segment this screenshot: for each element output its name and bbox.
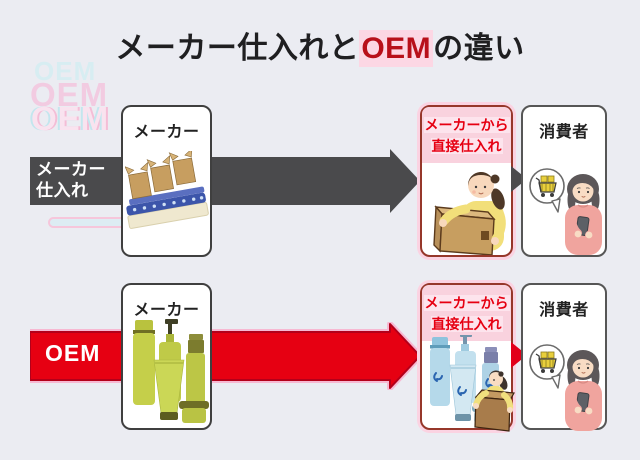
direct-supply-text-line1: メーカーから	[423, 117, 510, 133]
card-maker-bottom: メーカー	[121, 283, 212, 430]
card-consumer-top: 消費者	[521, 105, 607, 257]
direct-supply-text-line2: 直接仕入れ	[430, 316, 503, 332]
title-prefix: メーカー仕入れと	[115, 32, 360, 65]
consumer-woman	[565, 350, 602, 431]
maker-flow-label-line1: メーカー	[36, 160, 106, 179]
cosmetic-bottles-illustration	[133, 319, 209, 423]
boxes-on-conveyor-illustration	[125, 151, 209, 229]
cosmetic-bottles-and-woman-illustration	[430, 335, 515, 432]
direct-supply-text-line1: メーカーから	[423, 295, 510, 311]
page-title: メーカー仕入れとOEMの違い	[0, 28, 640, 70]
woman-with-smartphone-illustration	[529, 168, 602, 255]
ghost-oem-artifact: OEM	[30, 76, 109, 113]
mini-woman-with-box	[473, 370, 515, 432]
card-maker-bottom-title: メーカー	[133, 302, 200, 319]
consumer-woman	[565, 174, 602, 255]
cardboard-box-icon	[125, 151, 197, 200]
ghost-oem-artifact: OEM	[31, 100, 110, 137]
card-consumer-bottom-title: 消費者	[539, 302, 589, 319]
maker-flow-label-line2: 仕入れ	[36, 181, 89, 200]
card-consumer-top-title: 消費者	[539, 124, 589, 141]
card-direct-supply-bottom: メーカーから 直接仕入れ	[420, 283, 515, 432]
card-direct-supply-top: メーカーから 直接仕入れ	[420, 105, 513, 257]
title-suffix: の違い	[433, 32, 525, 65]
shopping-cart-icon	[535, 351, 557, 373]
card-maker-top: メーカー	[121, 105, 212, 257]
woman-with-smartphone-illustration	[529, 344, 602, 431]
maker-flow-label: メーカー 仕入れ	[36, 159, 106, 201]
card-maker-top-title: メーカー	[133, 124, 200, 141]
card-consumer-bottom: 消費者	[521, 283, 607, 431]
title-highlight-oem: OEM	[359, 30, 434, 67]
woman-holding-box-illustration	[433, 171, 506, 255]
direct-supply-text-line2: 直接仕入れ	[430, 138, 503, 154]
shopping-cart-icon	[535, 175, 557, 197]
oem-flow-label: OEM	[45, 340, 101, 366]
